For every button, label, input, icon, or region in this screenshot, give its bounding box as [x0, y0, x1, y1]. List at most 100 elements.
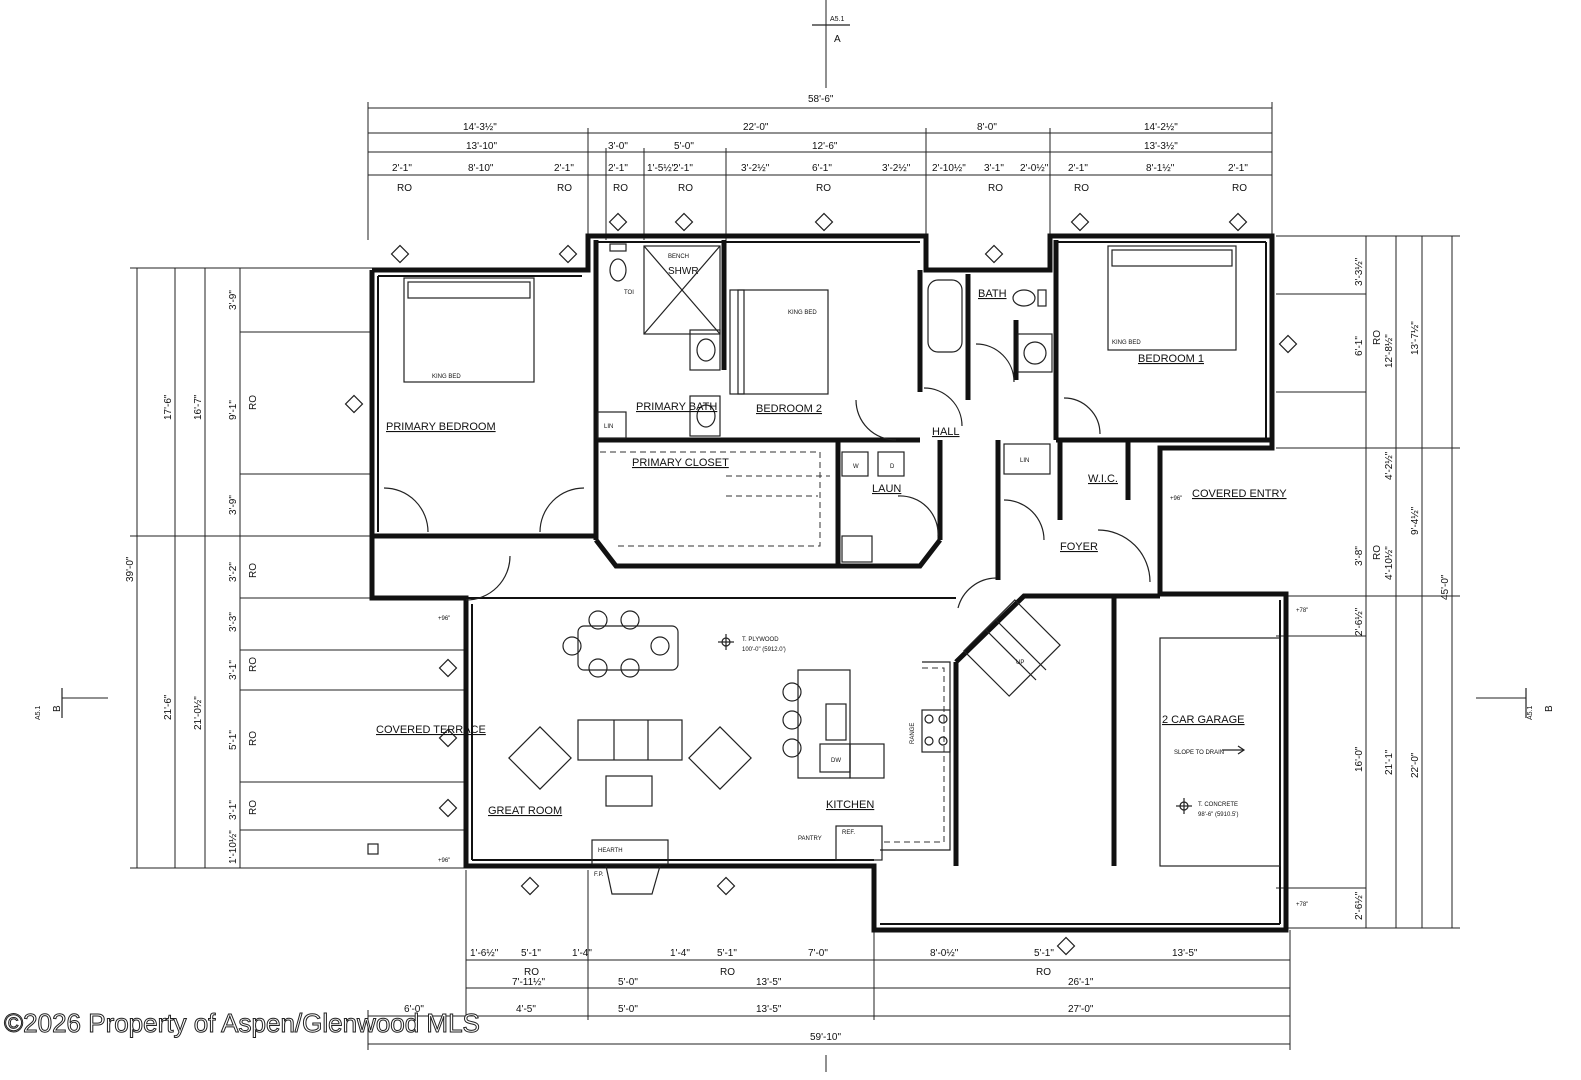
- door-swing: [1063, 397, 1101, 435]
- dim-left-win-2: 3'-9": [228, 495, 239, 515]
- plywood-label: T. PLYWOOD: [742, 637, 779, 643]
- pantry-label: PANTRY: [798, 836, 822, 842]
- dim-top-r3-13: 8'-1½": [1146, 163, 1175, 174]
- dim-top-r3-1: 8'-10": [468, 163, 494, 174]
- dim-top-r2-2: 5'-0": [674, 141, 694, 152]
- ro-label: RO: [1074, 183, 1089, 194]
- door-swing: [383, 487, 429, 533]
- dim-bot-r1-2: 1'-4": [572, 948, 592, 959]
- sofa: [577, 719, 683, 761]
- dryer-label: D: [890, 464, 895, 470]
- dim-top-r1-3: 14'-2½": [1144, 122, 1178, 133]
- garage-slab: [1159, 637, 1281, 867]
- interior-walls: [372, 240, 1272, 866]
- king-bed: [737, 289, 829, 395]
- ro-label: RO: [613, 183, 628, 194]
- dim-left-win-4: 3'-3": [228, 612, 239, 632]
- washer: [841, 451, 869, 477]
- dim-top-r3-12: 2'-1": [1068, 163, 1088, 174]
- dim-top-r1-1: 22'-0": [743, 122, 769, 133]
- room-label-primary-closet: PRIMARY CLOSET: [632, 457, 729, 469]
- dim-bot-r3-3: 13'-5": [756, 1004, 782, 1015]
- dim-bot-r3-2: 5'-0": [618, 1004, 638, 1015]
- concrete-elevation: 98'-6" (5910.5'): [1198, 812, 1238, 818]
- dim-right-inner-7: 16'-0": [1354, 746, 1365, 772]
- dim-bot-r1-6: 8'-0½": [930, 948, 959, 959]
- ro-label: RO: [557, 183, 572, 194]
- up-label: UP: [1016, 660, 1024, 666]
- section-marker-top: A5.1 A: [812, 0, 850, 88]
- dim-top-r3-7: 6'-1": [812, 163, 832, 174]
- elevation-label: +78": [1296, 902, 1308, 908]
- dim-bot-r1-0: 1'-6½": [470, 948, 499, 959]
- dim-bot-r1-1: 5'-1": [521, 948, 541, 959]
- dim-bot-r1-5: 7'-0": [808, 948, 828, 959]
- room-label-bath: BATH: [978, 288, 1007, 300]
- bottom-dimensions: 1'-6½" 5'-1" 1'-4" 1'-4" 5'-1" 7'-0" 8'-…: [367, 870, 1291, 1050]
- elevation-label: +96": [438, 858, 450, 864]
- dim-right-inner-4: 3'-8": [1354, 546, 1365, 566]
- dim-top-r2-4: 13'-3½": [1144, 141, 1178, 152]
- ref-label: REF.: [842, 830, 855, 836]
- dim-top-r2-1: 3'-0": [608, 141, 628, 152]
- dim-left-outer-0: 17'-6": [163, 394, 174, 420]
- dim-left-win-7: 3'-1": [228, 800, 239, 820]
- room-labels: PRIMARY BEDROOM PRIMARY BATH PRIMARY CLO…: [376, 288, 1287, 817]
- dim-top-r3-2: 2'-1": [554, 163, 574, 174]
- dryer: [877, 451, 905, 477]
- dim-left-win-6: 5'-1": [228, 730, 239, 750]
- dim-top-r3-5: 2'-1": [673, 163, 693, 174]
- dim-left-win-0: 3'-9": [228, 290, 239, 310]
- dim-right-inner-1: 6'-1": [1354, 336, 1365, 356]
- dim-top-overall: 58'-6": [808, 94, 834, 105]
- king-bed: [403, 277, 535, 383]
- left-dimensions: 39'-0" 17'-6" 21'-6" 16'-7" 21'-0½" 3'-9…: [125, 267, 466, 869]
- door-swing: [957, 577, 997, 609]
- toilet-icon: [609, 258, 627, 282]
- dim-right-inner-9: 2'-6½": [1354, 891, 1365, 920]
- washer-label: W: [853, 464, 859, 470]
- dim-left-overall: 39'-0": [125, 556, 136, 582]
- door-swing: [975, 343, 1015, 383]
- dim-top-r2-3: 12'-6": [812, 141, 838, 152]
- dw-label: DW: [831, 758, 841, 764]
- dim-bot-r2-2: 13'-5": [756, 977, 782, 988]
- dim-left-outer-1: 21'-6": [163, 694, 174, 720]
- ro-label: RO: [816, 183, 831, 194]
- door-swing: [465, 555, 511, 601]
- plywood-elevation: 100'-0" (5912.0'): [742, 647, 786, 653]
- door-swing: [1003, 499, 1045, 541]
- door-swing: [539, 487, 585, 533]
- room-label-covered-entry: COVERED ENTRY: [1192, 488, 1287, 500]
- section-marker-right: A5.1 B: [1476, 688, 1555, 720]
- armchair: [508, 726, 572, 790]
- dim-right-inner-8: 21'-1": [1384, 749, 1395, 775]
- dim-bot-r1-4: 5'-1": [717, 948, 737, 959]
- door-swing: [897, 495, 939, 537]
- dim-bot-r2-3: 26'-1": [1068, 977, 1094, 988]
- top-dimensions: 58'-6" 14'-3½" 22'-0" 8'-0" 14'-2½" 13'-…: [367, 94, 1273, 240]
- dim-bot-r1-7: 5'-1": [1034, 948, 1054, 959]
- coffee-table: [605, 775, 653, 807]
- ro-label: RO: [678, 183, 693, 194]
- section-letter-right: B: [1544, 705, 1555, 712]
- dim-top-r3-3: 2'-1": [608, 163, 628, 174]
- elevation-label: +96": [1170, 496, 1182, 502]
- dim-right-inner-5: 4'-10½": [1384, 546, 1395, 580]
- dim-bot-r1-3: 1'-4": [670, 948, 690, 959]
- ro-label: RO: [248, 395, 259, 410]
- shwr-label: SHWR: [668, 266, 699, 277]
- kitchen-sink: [825, 703, 847, 741]
- ro-label: RO: [524, 967, 539, 978]
- dim-top-r3-11: 2'-0½": [1020, 163, 1049, 174]
- slope-label: SLOPE TO DRAIN: [1174, 750, 1224, 756]
- doors: [383, 343, 1151, 609]
- bathtub: [927, 279, 963, 353]
- right-dimensions: 45'-0" 13'-7½" 9'-4½" 22'-0" 12'-8½" 4'-…: [1276, 235, 1460, 929]
- dim-bottom-overall: 59'-10": [810, 1032, 841, 1043]
- room-label-foyer: FOYER: [1060, 541, 1098, 553]
- elevation-label: +96": [438, 616, 450, 622]
- dim-bot-r3-1: 4'-5": [516, 1004, 536, 1015]
- ro-label: RO: [248, 657, 259, 672]
- toi-label: TOI: [624, 290, 634, 296]
